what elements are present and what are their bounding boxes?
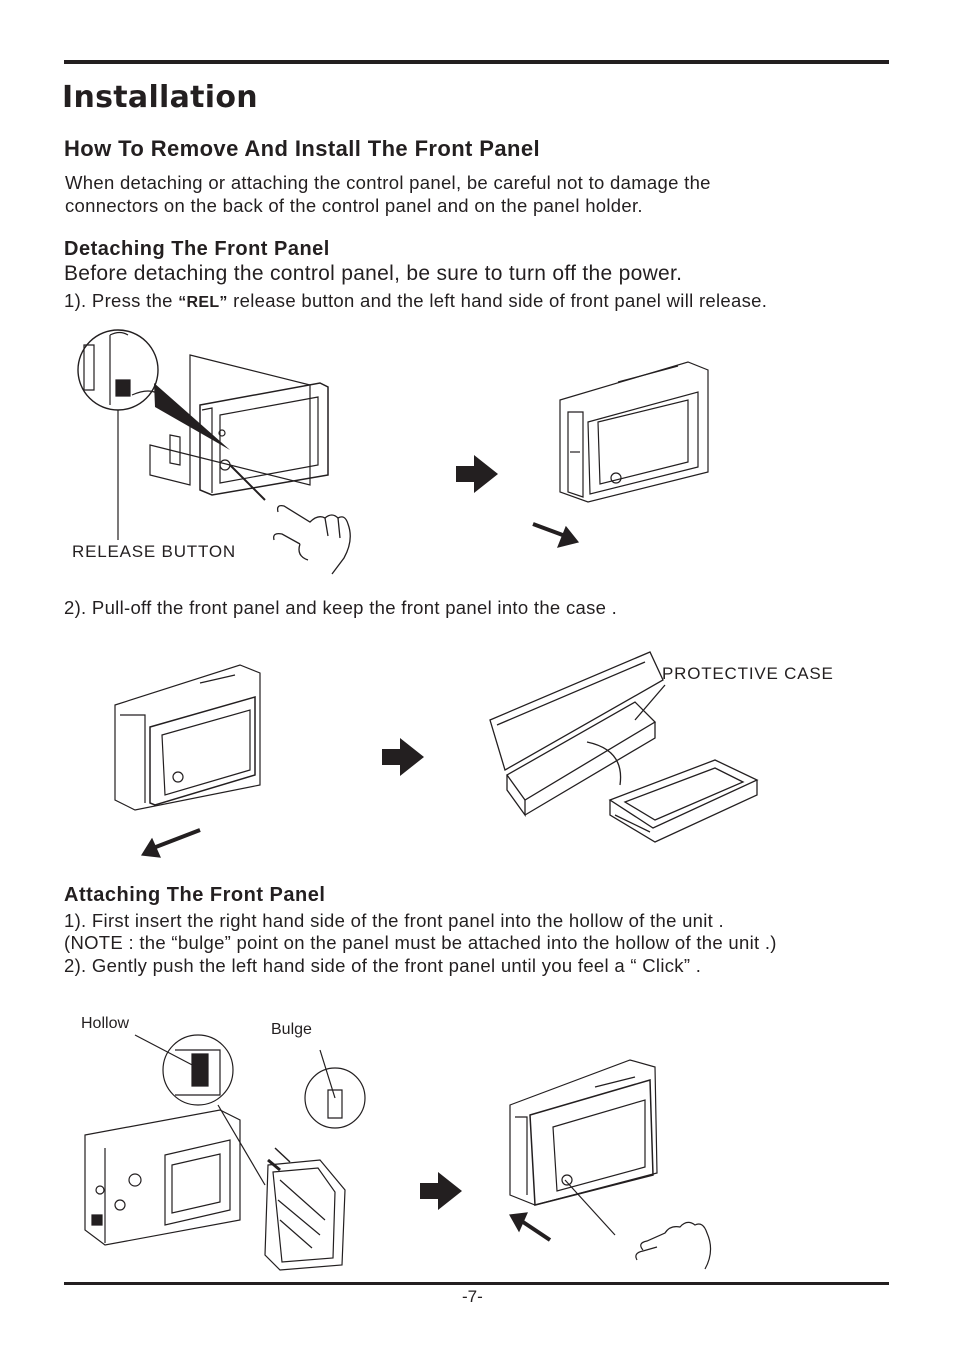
right-arrow-icon [456, 455, 498, 493]
top-rule [64, 60, 889, 64]
detaching-heading: Detaching The Front Panel [64, 238, 330, 260]
rel-button-name: “REL” [178, 294, 228, 311]
power-warning: Before detaching the control panel, be s… [64, 262, 683, 285]
protective-case-label: PROTECTIVE CASE [662, 664, 834, 683]
panel-pulled-off-figure [110, 655, 280, 870]
attach-step-2: 2). Gently push the left hand side of th… [64, 955, 702, 976]
attaching-heading: Attaching The Front Panel [64, 884, 326, 906]
section-heading: How To Remove And Install The Front Pane… [64, 136, 540, 161]
bulge-label: Bulge [271, 1021, 312, 1038]
release-button-label: RELEASE BUTTON [72, 542, 236, 561]
detach-step-1-suffix: release button and the left hand side of… [227, 290, 768, 311]
push-panel-figure [505, 1055, 725, 1280]
bottom-rule [64, 1282, 889, 1285]
right-arrow-icon [420, 1172, 462, 1210]
intro-line-1: When detaching or attaching the control … [65, 172, 711, 193]
release-button-figure [70, 325, 370, 575]
hollow-label: Hollow [81, 1015, 130, 1032]
right-arrow-icon [382, 738, 424, 776]
page-title: Installation [62, 80, 258, 115]
intro-line-2: connectors on the back of the control pa… [65, 195, 643, 216]
page-number: -7- [462, 1287, 483, 1306]
detach-step-1: 1). Press the “REL” release button and t… [64, 290, 767, 312]
detach-step-1-prefix: 1). Press the [64, 290, 179, 311]
attach-note: (NOTE : the “bulge” point on the panel m… [64, 932, 777, 953]
detach-step-2: 2). Pull-off the front panel and keep th… [64, 597, 618, 618]
hollow-bulge-figure [80, 1030, 380, 1270]
attach-step-1: 1). First insert the right hand side of … [64, 910, 725, 931]
panel-released-figure [528, 352, 718, 552]
protective-case-icon [485, 650, 765, 850]
